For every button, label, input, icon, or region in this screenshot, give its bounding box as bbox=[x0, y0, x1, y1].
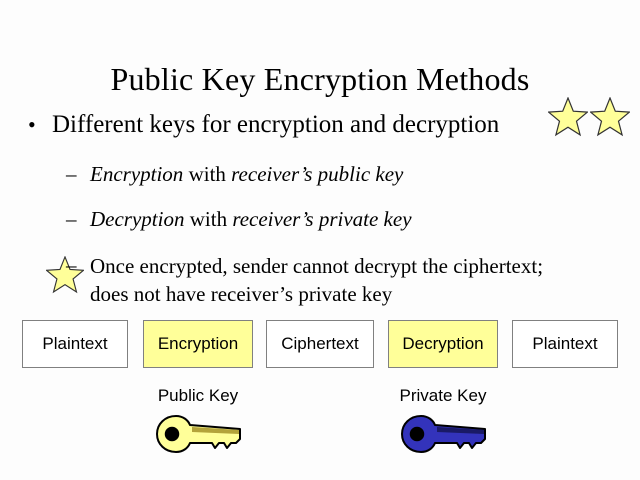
flow-box-decryption-label: Decryption bbox=[402, 334, 484, 353]
sub-bullet-once-encrypted-label: Once encrypted, sender cannot decrypt th… bbox=[90, 254, 544, 306]
page-title: Public Key Encryption Methods bbox=[110, 61, 530, 97]
sub-bullet-encryption-part-0: Encryption bbox=[90, 162, 184, 186]
bullet-dot-icon: • bbox=[28, 112, 36, 137]
flow-box-ciphertext[interactable]: Ciphertext bbox=[266, 320, 374, 368]
sub-bullet-encryption-part-1: with bbox=[183, 162, 232, 186]
flow-box-plaintext-output-label: Plaintext bbox=[532, 334, 598, 353]
bullet-item-level1: • Different keys for encryption and decry… bbox=[28, 110, 628, 140]
flow-box-encryption-label: Encryption bbox=[157, 334, 239, 353]
sub-bullet-encryption: – Encryption with receiver’s public key bbox=[66, 161, 403, 187]
sub-bullet-decryption: – Decryption with receiver’s private key bbox=[66, 206, 412, 232]
dash-marker-icon: – bbox=[66, 253, 77, 277]
star-title-right-1 bbox=[548, 97, 588, 137]
flow-box-encryption[interactable]: Encryption bbox=[143, 320, 253, 368]
dash-marker-icon: – bbox=[66, 207, 77, 231]
key-icon bbox=[401, 415, 486, 453]
key-icon bbox=[156, 415, 241, 453]
sub-bullet-decryption-label: Decryption with receiver’s private key bbox=[90, 206, 412, 232]
sub-bullet-decryption-part-1: with bbox=[184, 207, 233, 231]
flow-box-decryption[interactable]: Decryption bbox=[388, 320, 498, 368]
sub-bullet-once-encrypted: – Once encrypted, sender cannot decrypt … bbox=[66, 252, 586, 308]
sub-bullet-decryption-part-2: receiver’s private key bbox=[232, 207, 412, 231]
private-key-caption: Private Key bbox=[399, 386, 487, 405]
star-title-right-2 bbox=[590, 97, 630, 137]
star-body-left bbox=[46, 256, 84, 294]
public-key-caption: Public Key bbox=[157, 386, 239, 405]
dash-marker-icon: – bbox=[66, 162, 77, 186]
flow-box-ciphertext-label: Ciphertext bbox=[281, 334, 359, 353]
sub-bullet-encryption-label: Encryption with receiver’s public key bbox=[90, 161, 403, 187]
flow-box-plaintext-input-label: Plaintext bbox=[42, 334, 108, 353]
flow-box-plaintext-output[interactable]: Plaintext bbox=[512, 320, 618, 368]
bullet-item-level1-label: Different keys for encryption and decryp… bbox=[52, 111, 500, 138]
sub-bullet-decryption-part-0: Decryption bbox=[90, 207, 185, 231]
flow-box-plaintext-input[interactable]: Plaintext bbox=[22, 320, 128, 368]
sub-bullet-encryption-part-2: receiver’s public key bbox=[231, 162, 404, 186]
